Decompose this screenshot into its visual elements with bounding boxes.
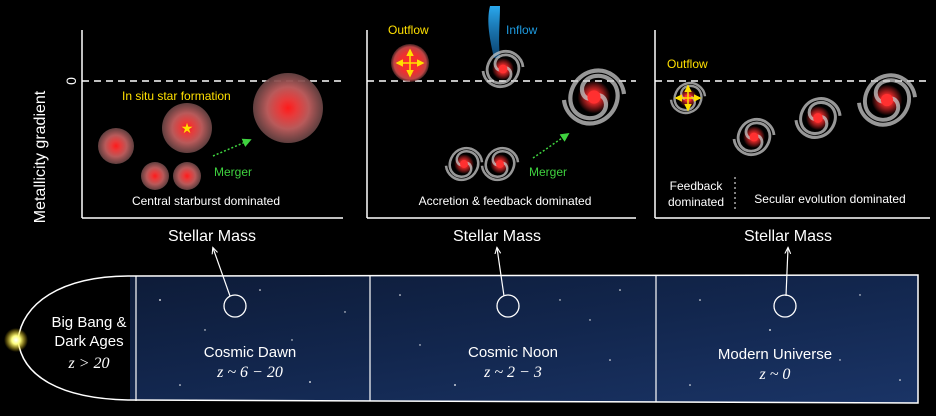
merger-arrow-1	[212, 138, 252, 157]
era-marker-cosmic-dawn	[223, 294, 247, 318]
inflow-label: Inflow	[506, 23, 538, 37]
outflow-arrows	[395, 48, 425, 78]
era-redshift-cosmic-noon: z ~ 2 − 3	[483, 364, 542, 381]
dark-ages-line1: Big Bang &	[51, 314, 126, 331]
insitu-label: In situ star formation	[122, 89, 231, 103]
dark-ages-redshift: z > 20	[67, 355, 109, 372]
era-name-cosmic-noon: Cosmic Noon	[468, 344, 558, 361]
panel-2-caption: Accretion & feedback dominated	[419, 194, 592, 208]
big-bang-icon	[4, 328, 28, 352]
merger-label-1: Merger	[214, 165, 252, 179]
galaxy-starburst	[162, 103, 212, 153]
panel-1-caption: Central starburst dominated	[132, 194, 280, 208]
y-axis-label: Metallicity gradient	[32, 90, 49, 223]
pointer-panel-1	[213, 248, 231, 297]
star-icon: ★	[181, 120, 194, 136]
panel-2: Stellar Mass Outflow Inflow Merger Accre…	[366, 6, 636, 245]
galaxy-spiral-small-1	[446, 148, 482, 180]
galaxy-small-3	[173, 162, 201, 190]
galaxy-small-1	[98, 128, 134, 164]
galaxy-spiral-3b	[796, 99, 840, 138]
merger-arrow-2	[532, 132, 570, 159]
secular-label: Secular evolution dominated	[754, 192, 905, 206]
galaxy-spiral-3a	[734, 119, 774, 154]
zero-tick-label: 0	[63, 77, 79, 85]
timeline-fill	[18, 275, 918, 403]
feedback-label-line2: dominated	[668, 195, 724, 209]
outflow-label-1: Outflow	[388, 23, 429, 37]
galaxy-spiral-large	[564, 71, 624, 124]
panel-3-x-axis-label: Stellar Mass	[744, 228, 832, 245]
panel-2-x-axis-label: Stellar Mass	[453, 228, 541, 245]
era-marker-cosmic-noon	[496, 294, 520, 318]
cosmic-timeline: Big Bang & Dark Ages z > 20 Cosmic Dawn …	[4, 248, 919, 404]
panel-1-x-axis-label: Stellar Mass	[168, 228, 256, 245]
panel-1: 0 Metallicity gradient Stellar Mass ★ In…	[32, 30, 343, 245]
era-redshift-cosmic-dawn: z ~ 6 − 20	[216, 364, 283, 381]
era-name-cosmic-dawn: Cosmic Dawn	[204, 344, 297, 361]
dark-ages-region	[18, 276, 130, 400]
inflow-stream-icon	[488, 6, 500, 58]
era-name-modern: Modern Universe	[718, 346, 832, 363]
dark-ages-line2: Dark Ages	[54, 333, 123, 350]
outflow-label-2: Outflow	[667, 57, 708, 71]
galaxy-small-2	[141, 162, 169, 190]
background-stars	[159, 289, 901, 386]
feedback-label-line1: Feedback	[670, 179, 724, 193]
pointer-panel-3	[786, 248, 788, 297]
era-redshift-modern: z ~ 0	[759, 366, 791, 383]
merger-label-2: Merger	[529, 165, 567, 179]
galaxy-spiral-3c	[859, 75, 915, 124]
outflow-arrows-2	[674, 84, 702, 112]
panel-3: Stellar Mass Outflow Feedback dominated …	[654, 30, 930, 245]
galaxy-large	[253, 73, 323, 143]
era-marker-modern	[773, 294, 797, 318]
galaxy-spiral-small-2	[482, 148, 518, 180]
pointer-panel-2	[497, 248, 505, 297]
